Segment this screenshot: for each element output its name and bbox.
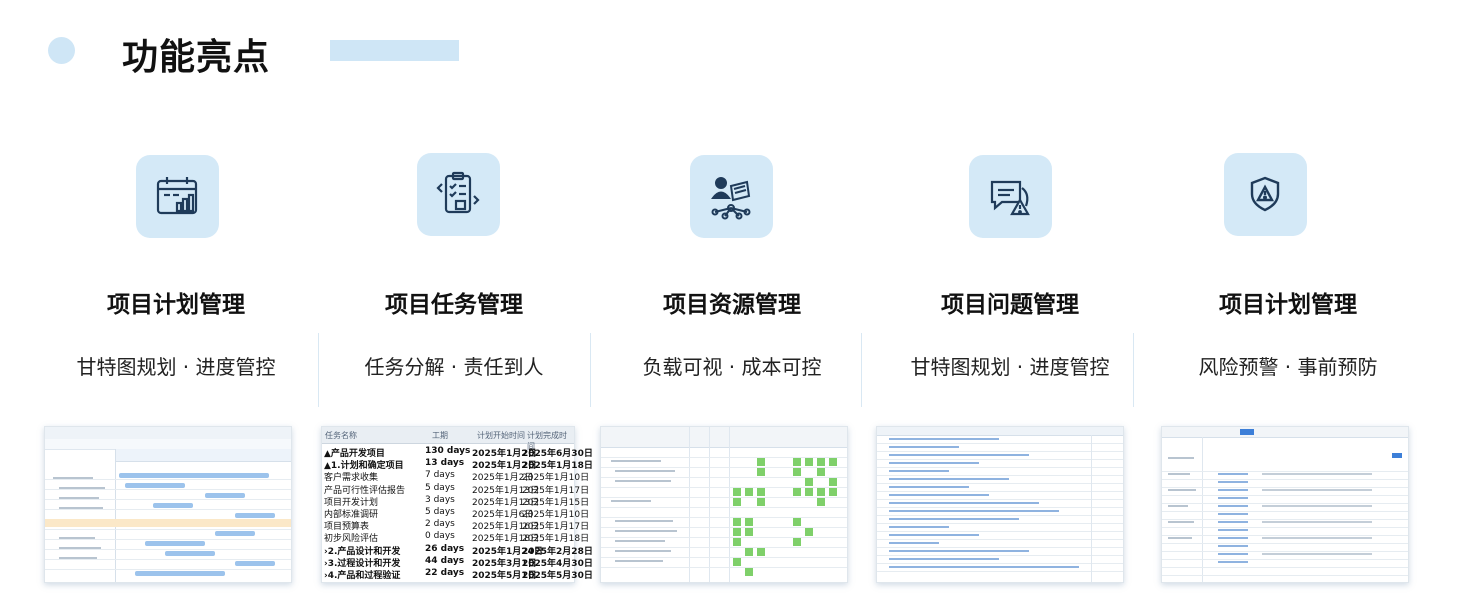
feature-icon-box bbox=[136, 155, 219, 238]
task-cell-duration: 2 days bbox=[425, 519, 455, 530]
resource-screenshot bbox=[600, 426, 848, 583]
task-cell-duration: 7 days bbox=[425, 470, 455, 481]
feature-title: 项目问题管理 bbox=[941, 292, 1079, 318]
task-cell-end: 2025年1月18日 bbox=[522, 461, 593, 472]
task-cell-name: 项目开发计划 bbox=[324, 497, 379, 508]
task-cell-end: 2025年4月30日 bbox=[522, 558, 593, 569]
task-cell-name: ▲1.计划和确定项目 bbox=[324, 461, 404, 472]
task-cell-duration: 13 days bbox=[425, 458, 465, 469]
task-cell-start: 2025年1月24日 bbox=[472, 546, 543, 557]
task-cell-start: 2025年1月18日 bbox=[472, 534, 540, 545]
task-cell-end: 2025年1月15日 bbox=[522, 497, 590, 508]
task-cell-name: ▲产品开发项目 bbox=[324, 449, 385, 459]
feature-icon-box bbox=[969, 155, 1052, 238]
task-cell-start: 2025年5月1日 bbox=[472, 571, 537, 581]
task-cell-duration: 22 days bbox=[425, 568, 465, 578]
task-cell-name: 产品可行性评估报告 bbox=[324, 485, 406, 496]
feature-icon-box bbox=[1224, 153, 1307, 236]
task-cell-name: 内部标准调研 bbox=[324, 510, 379, 520]
col-header: 计划完成时间 bbox=[527, 431, 567, 451]
col-header: 任务名称 bbox=[325, 431, 357, 440]
gantt-screenshot bbox=[44, 426, 292, 583]
feature-title: 项目任务管理 bbox=[385, 292, 523, 318]
task-cell-start: 2025年1月2日 bbox=[472, 449, 537, 459]
resource-network-icon bbox=[711, 177, 751, 220]
task-cell-name: 项目预算表 bbox=[324, 522, 370, 533]
task-cell-duration: 3 days bbox=[425, 494, 455, 505]
feature-subtitle: 风险预警 · 事前预防 bbox=[1198, 355, 1378, 379]
column-divider bbox=[590, 333, 591, 407]
task-cell-name: ›2.产品设计和开发 bbox=[324, 546, 401, 557]
column-divider bbox=[1133, 333, 1134, 407]
column-divider bbox=[318, 333, 319, 407]
feature-title: 项目资源管理 bbox=[663, 292, 801, 318]
task-cell-end: 2025年1月17日 bbox=[522, 522, 590, 533]
feature-subtitle: 负载可视 · 成本可控 bbox=[642, 355, 822, 379]
task-cell-name: ›3.过程设计和开发 bbox=[324, 558, 401, 569]
chat-warning-icon bbox=[990, 180, 1030, 216]
feature-subtitle: 甘特图规划 · 进度管控 bbox=[910, 355, 1110, 379]
task-table-header: 任务名称 工期 计划开始时间 计划完成时间 bbox=[322, 427, 574, 451]
feature-title: 项目计划管理 bbox=[107, 292, 245, 318]
task-cell-name: 客户需求收集 bbox=[324, 473, 379, 484]
header-accent-bar bbox=[330, 40, 459, 61]
task-cell-start: 2025年1月2日 bbox=[472, 473, 534, 484]
task-cell-duration: 5 days bbox=[425, 507, 455, 517]
task-cell-duration: 5 days bbox=[425, 482, 455, 493]
task-cell-end: 2025年2月28日 bbox=[522, 546, 593, 557]
header-dot bbox=[48, 37, 75, 64]
issue-list-screenshot bbox=[876, 426, 1124, 583]
task-cell-start: 2025年1月2日 bbox=[472, 461, 537, 472]
task-cell-name: ›4.产品和过程验证 bbox=[324, 571, 401, 581]
task-cell-end: 2025年1月17日 bbox=[522, 485, 590, 496]
task-cell-duration: 0 days bbox=[425, 531, 455, 542]
task-cell-start: 2025年1月13日 bbox=[472, 497, 540, 508]
feature-icon-box bbox=[417, 153, 500, 236]
task-cell-duration: 130 days bbox=[425, 446, 471, 456]
feature-title: 项目计划管理 bbox=[1219, 292, 1357, 318]
task-cell-end: 2025年5月30日 bbox=[522, 571, 593, 581]
shield-warning-icon bbox=[1250, 176, 1280, 212]
task-cell-start: 2025年1月13日 bbox=[472, 485, 540, 496]
task-cell-start: 2025年3月1日 bbox=[472, 558, 537, 569]
task-cell-name: 初步风险评估 bbox=[324, 534, 379, 545]
feature-icon-box bbox=[690, 155, 773, 238]
calendar-chart-icon bbox=[156, 177, 198, 215]
task-cell-end: 2025年6月30日 bbox=[522, 449, 593, 459]
clipboard-checklist-icon bbox=[436, 171, 480, 214]
task-cell-end: 2025年1月10日 bbox=[522, 473, 590, 484]
col-header: 工期 bbox=[432, 431, 448, 440]
task-cell-duration: 44 days bbox=[425, 555, 465, 566]
task-cell-end: 2025年1月18日 bbox=[522, 534, 590, 545]
feature-subtitle: 任务分解 · 责任到人 bbox=[364, 355, 544, 379]
task-cell-start: 2025年1月6日 bbox=[472, 510, 534, 520]
task-cell-end: 2025年1月10日 bbox=[522, 510, 590, 520]
task-cell-duration: 26 days bbox=[425, 543, 465, 554]
page-title: 功能亮点 bbox=[122, 37, 271, 78]
feature-subtitle: 甘特图规划 · 进度管控 bbox=[76, 355, 276, 379]
task-cell-start: 2025年1月16日 bbox=[472, 522, 540, 533]
column-divider bbox=[861, 333, 862, 407]
col-header: 计划开始时间 bbox=[477, 431, 525, 440]
risk-list-screenshot bbox=[1161, 426, 1409, 583]
